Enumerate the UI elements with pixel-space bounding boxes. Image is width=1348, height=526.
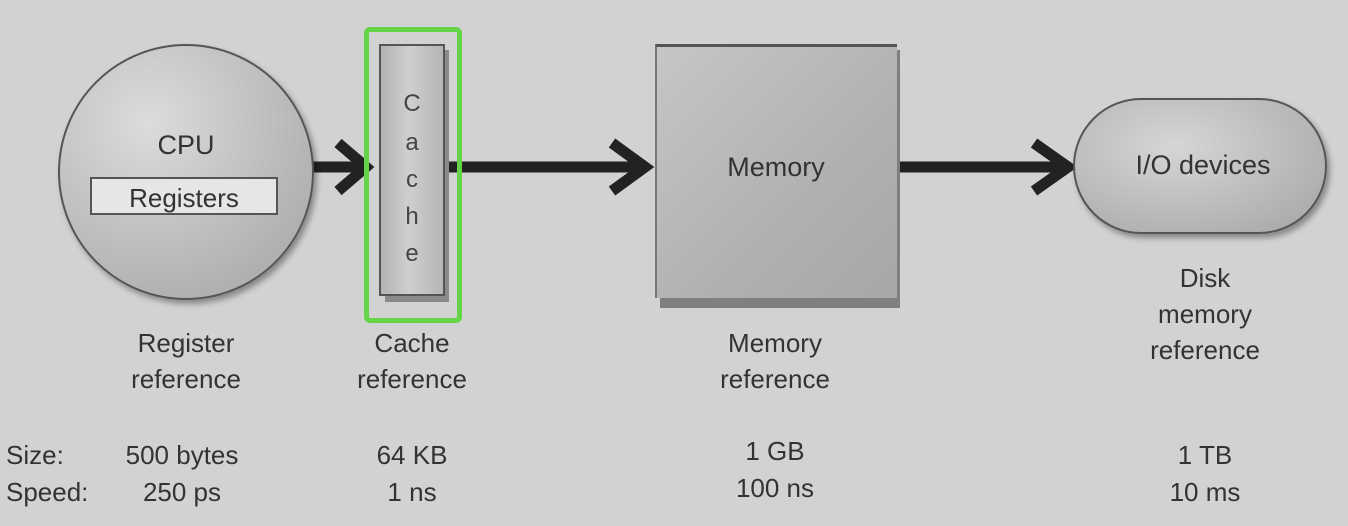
- speed-value: 100 ns: [735, 473, 815, 503]
- reference-line: reference: [720, 364, 830, 394]
- registers-box: Registers: [90, 177, 278, 215]
- register-reference-label: Register reference: [86, 325, 286, 397]
- size-value: 500 bytes: [125, 440, 239, 470]
- memory-reference-label: Memory reference: [675, 325, 875, 397]
- size-value: 1 TB: [1177, 440, 1233, 470]
- cache-letter: C: [403, 90, 421, 117]
- speed-row-label: Speed:: [6, 477, 89, 507]
- memory-box: [655, 44, 897, 298]
- io-devices-shape: [1073, 98, 1327, 234]
- cache-reference-label: Cache reference: [312, 325, 512, 397]
- cache-letter: e: [405, 240, 419, 267]
- reference-line: reference: [357, 364, 467, 394]
- size-row-label: Size:: [6, 440, 64, 470]
- reference-line: reference: [131, 364, 241, 394]
- io-devices-label: I/O devices: [1135, 150, 1271, 180]
- memory-stats: 1 GB 100 ns: [675, 433, 875, 507]
- cache-letter: c: [406, 166, 418, 193]
- speed-value: 1 ns: [387, 477, 437, 507]
- size-value: 1 GB: [745, 436, 805, 466]
- cpu-label: CPU: [157, 130, 215, 160]
- cpu-stats: 500 bytes 250 ps: [82, 437, 282, 511]
- io-stats: 1 TB 10 ms: [1105, 437, 1305, 511]
- disk-reference-label: Disk memory reference: [1105, 260, 1305, 368]
- reference-line: Disk: [1179, 263, 1231, 293]
- reference-line: Register: [137, 328, 235, 358]
- speed-value: 250 ps: [142, 477, 222, 507]
- cpu-circle: [58, 44, 314, 300]
- cache-stats: 64 KB 1 ns: [312, 437, 512, 511]
- cache-letter: h: [405, 203, 419, 230]
- cache-highlight-frame: [364, 27, 462, 323]
- reference-line: reference: [1150, 335, 1260, 365]
- reference-line: memory: [1158, 299, 1252, 329]
- speed-value: 10 ms: [1169, 477, 1241, 507]
- cache-letter: a: [405, 129, 419, 156]
- size-value: 64 KB: [376, 440, 448, 470]
- reference-line: Cache: [374, 328, 450, 358]
- cache-box: [379, 44, 445, 296]
- memory-label: Memory: [727, 152, 825, 182]
- reference-line: Memory: [728, 328, 822, 358]
